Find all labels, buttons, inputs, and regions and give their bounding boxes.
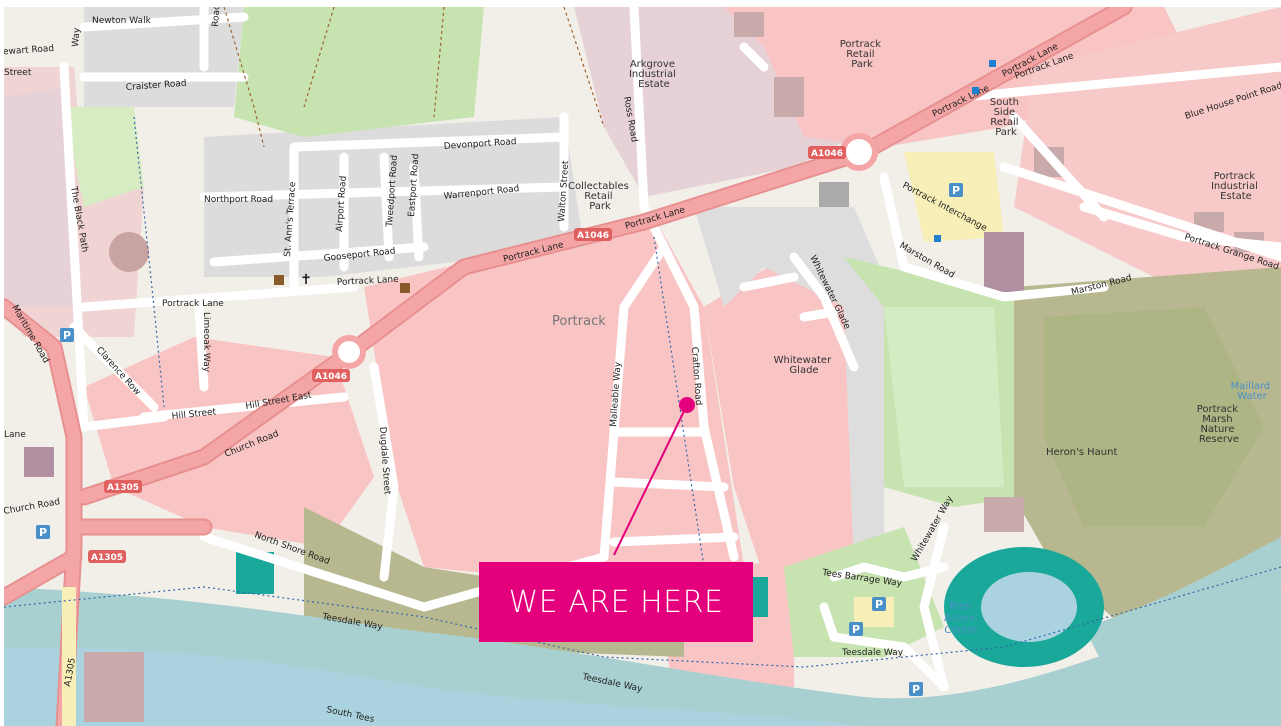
svg-text:P: P xyxy=(912,683,920,696)
map-viewport[interactable]: A1046 A1046 A1046 A1305 A1305 Portrack L… xyxy=(4,7,1281,726)
whitewater-industrial xyxy=(694,207,884,567)
grass-nature-inner xyxy=(884,307,1004,487)
pub-icon xyxy=(274,275,284,285)
shield-a1305-1: A1305 xyxy=(104,480,142,493)
label-northport-road: Northport Road xyxy=(204,195,273,205)
svg-text:A1305: A1305 xyxy=(107,483,139,493)
building-2 xyxy=(774,77,804,117)
label-eastport-road: Eastport Road xyxy=(407,153,421,217)
bus-stop-icon xyxy=(934,235,941,242)
bus-stop-icon xyxy=(989,60,996,67)
label-newton-walk: Newton Walk xyxy=(92,16,152,26)
label-street: Street xyxy=(4,68,32,78)
label-portrack-marsh: Portrack Marsh Nature Reserve xyxy=(1197,404,1242,445)
water-sports-lake-inner xyxy=(981,572,1077,642)
label-herons-haunt: Heron's Haunt xyxy=(1046,447,1117,458)
industrial-zone-south xyxy=(704,257,854,577)
green-park-north xyxy=(234,7,484,137)
label-way: Way xyxy=(71,27,82,47)
label-airport-road: Airport Road xyxy=(335,175,349,232)
we-are-here-callout[interactable]: WE ARE HERE xyxy=(479,562,753,642)
label-portrack-retail: Portrack Retail Park xyxy=(840,39,885,70)
shield-a1046-1: A1046 xyxy=(574,228,612,241)
svg-text:A1046: A1046 xyxy=(315,372,347,382)
svg-text:P: P xyxy=(39,526,47,539)
footpaths xyxy=(4,116,1281,668)
location-marker-dot[interactable] xyxy=(679,397,695,413)
svg-text:A1046: A1046 xyxy=(811,149,843,159)
roundabout-a1046-east xyxy=(840,133,878,171)
label-dugdale-street: Dugdale Street xyxy=(377,427,392,496)
building-3 xyxy=(819,182,849,207)
svg-text:A1046: A1046 xyxy=(577,231,609,241)
portrack-commercial-zone xyxy=(364,217,744,587)
green-riverbank xyxy=(784,527,944,657)
label-limeoak-way: Limeoak Way xyxy=(201,312,211,373)
bridleways xyxy=(223,7,605,148)
svg-text:P: P xyxy=(63,329,71,342)
shield-a1046-3: A1046 xyxy=(312,369,350,382)
river-inner-bank xyxy=(4,647,864,726)
label-crafton-road: Crafton Road xyxy=(689,347,703,406)
label-portrack-place: Portrack xyxy=(552,314,606,329)
label-arkgrove: Arkgrove Industrial Estate xyxy=(629,59,679,90)
pub-icon xyxy=(400,283,410,293)
label-collectables: Collectables Retail Park xyxy=(568,181,632,212)
label-south-side: South Side Retail Park xyxy=(990,97,1022,138)
building-1 xyxy=(734,12,764,37)
map-canvas[interactable]: A1046 A1046 A1046 A1305 A1305 Portrack L… xyxy=(4,7,1281,726)
label-road-top: Road xyxy=(211,7,223,27)
building-10 xyxy=(984,497,1024,532)
marker-leader-line xyxy=(613,404,688,556)
church-icon: ✝ xyxy=(300,272,312,288)
svg-text:P: P xyxy=(952,184,960,197)
parking-icon: P xyxy=(872,597,886,611)
building-7 xyxy=(984,232,1024,292)
tank-circle xyxy=(109,232,149,272)
building-9 xyxy=(24,447,54,477)
parking-icon: P xyxy=(849,622,863,636)
callout-label: WE ARE HERE xyxy=(508,584,724,620)
wetland-green-tint xyxy=(1044,307,1264,527)
label-malleable-way: Malleable Way xyxy=(609,361,624,427)
label-stewart-road: Stewart Road xyxy=(4,44,54,58)
river-east-channel xyxy=(1084,537,1281,667)
label-teesdale-way-3: Teesdale Way xyxy=(841,648,904,658)
building-8 xyxy=(84,652,144,722)
shield-a1046-2: A1046 xyxy=(808,146,846,159)
label-portrack-lane-west: Portrack Lane xyxy=(162,299,224,309)
svg-text:✝: ✝ xyxy=(300,272,312,288)
svg-text:A1305: A1305 xyxy=(91,553,123,563)
parking-icon: P xyxy=(909,682,923,696)
label-whitewater-glade: Whitewater Glade xyxy=(774,355,835,376)
label-maillard-water: Maillard Water xyxy=(1231,381,1274,402)
bus-stop-icon xyxy=(972,87,979,94)
label-lane: Lane xyxy=(4,430,26,440)
label-cleveland: A1305 xyxy=(63,657,78,687)
label-tees-active: Tees Active Centre xyxy=(944,601,978,636)
svg-text:P: P xyxy=(852,623,860,636)
label-walton-street: Walton Street xyxy=(557,160,571,222)
grey-block-west xyxy=(4,87,74,307)
label-hill-street: Hill Street xyxy=(171,407,217,422)
label-craister-road: Craister Road xyxy=(126,79,187,93)
parking-icon: P xyxy=(36,525,50,539)
label-portrack-industrial: Portrack Industrial Estate xyxy=(1211,171,1261,202)
label-portrack-lane-6: Portrack Lane xyxy=(337,275,400,288)
residential-central xyxy=(204,117,584,277)
green-park-west xyxy=(64,107,144,207)
parking-icon: P xyxy=(60,328,74,342)
shield-a1305-2: A1305 xyxy=(88,550,126,563)
parking-icon: P xyxy=(949,183,963,197)
svg-text:P: P xyxy=(875,598,883,611)
roundabout-a1046-west xyxy=(332,335,366,369)
